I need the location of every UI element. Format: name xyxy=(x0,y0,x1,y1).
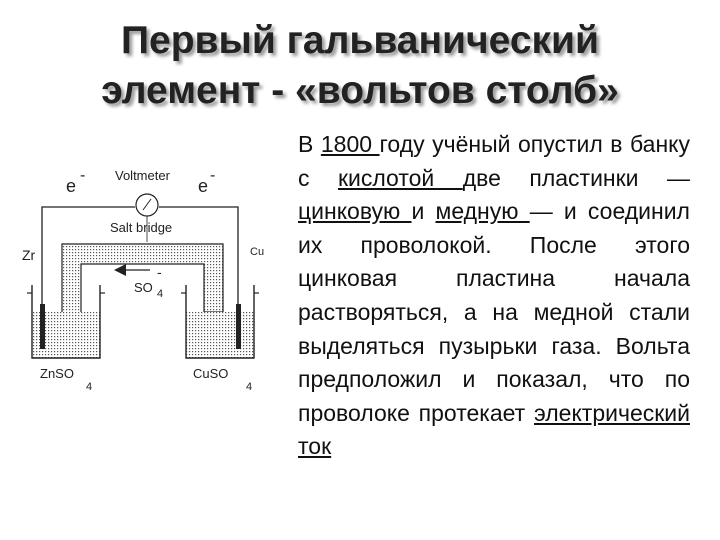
right-solution-label: CuSO xyxy=(193,366,228,381)
text-part: году учёный опустил в банку с xyxy=(298,131,691,191)
text-part: две пластинки — xyxy=(462,164,690,191)
ion-subscript: 4 xyxy=(157,288,163,300)
electron-label-left: e xyxy=(66,176,76,196)
electron-label-right: e xyxy=(198,176,208,196)
right-solution xyxy=(186,312,254,358)
right-solution-sub: 4 xyxy=(246,381,252,393)
right-beaker xyxy=(185,285,255,359)
galvanic-cell-diagram: Voltmeter e - e - Salt bridge Zr Cu SO -… xyxy=(22,167,264,393)
acid-link[interactable]: кислотой xyxy=(337,164,463,191)
electron-charge-left: - xyxy=(80,167,85,184)
text-part: — и соединил их проволокой. После этого … xyxy=(298,198,690,426)
voltmeter-needle xyxy=(142,198,152,211)
zr-label: Zr xyxy=(22,247,36,263)
left-solution-label: ZnSO xyxy=(40,366,74,381)
cu-label: Cu xyxy=(250,246,264,258)
left-solution-sub: 4 xyxy=(86,381,92,393)
copper-link[interactable]: медную xyxy=(435,198,530,225)
slide-title: Первый гальванический элемент - «вольтов… xyxy=(0,16,720,116)
year-link[interactable]: 1800 xyxy=(320,131,380,157)
text-part: В xyxy=(298,131,321,157)
text-part: и xyxy=(411,198,436,225)
salt-bridge-label: Salt bridge xyxy=(110,220,172,235)
zinc-link[interactable]: цинковую xyxy=(298,198,412,225)
description-paragraph: В 1800 году учёный опустил в банку с кис… xyxy=(298,128,690,464)
ion-arrow-head-icon xyxy=(114,264,126,276)
electron-charge-right: - xyxy=(210,167,215,184)
left-beaker xyxy=(31,285,101,359)
ion-label: SO xyxy=(134,280,153,295)
zinc-electrode xyxy=(40,304,45,349)
external-wire xyxy=(41,206,239,304)
title-line-2: элемент - «вольтов столб» xyxy=(101,69,619,112)
voltmeter-label: Voltmeter xyxy=(115,168,171,183)
copper-electrode xyxy=(236,304,241,349)
title-line-1: Первый гальванический xyxy=(121,19,599,62)
ion-charge: - xyxy=(157,264,162,280)
electric-current-link[interactable]: электрический ток xyxy=(298,399,690,460)
